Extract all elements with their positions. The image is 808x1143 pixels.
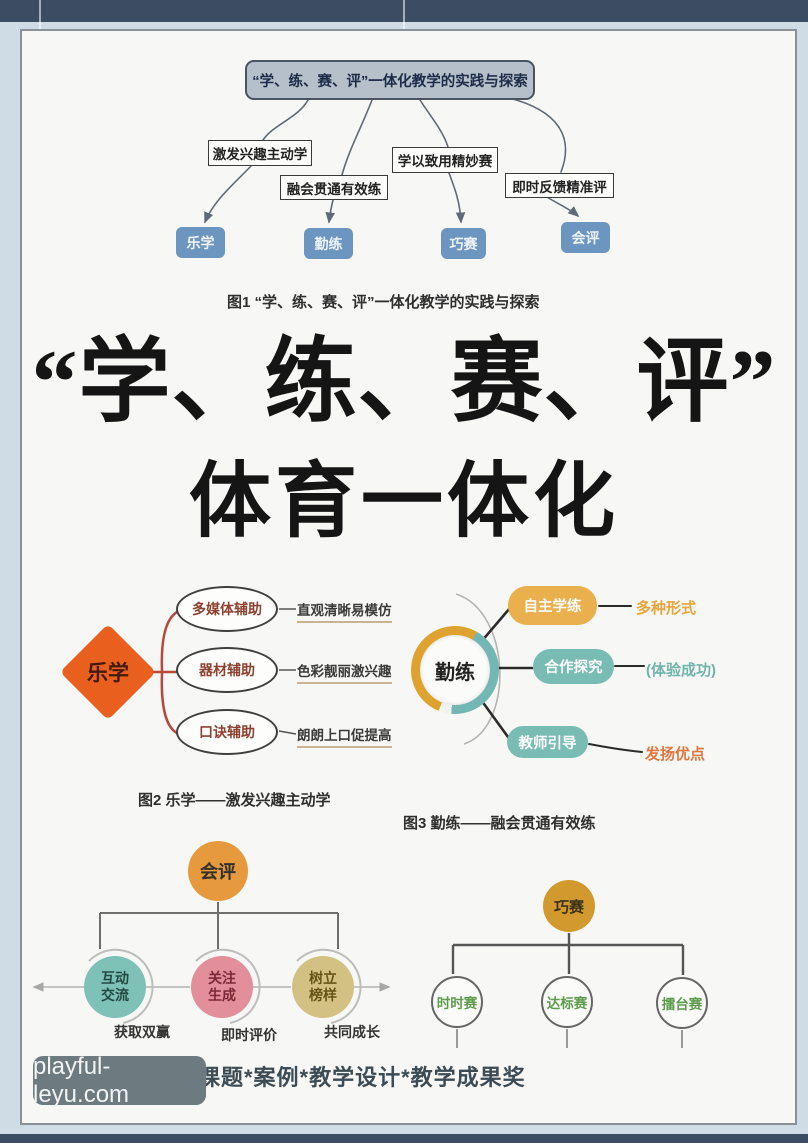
figure2-desc-equipment: 色彩靓丽激兴趣 (297, 660, 392, 684)
figure2-node-rhyme: 口诀辅助 (176, 709, 278, 755)
figure3-node-teacher-guide: 教师引导 (507, 726, 588, 758)
figure3-node-cooperation: 合作探究 (533, 649, 614, 684)
figure4-desc-generation: 即时评价 (221, 1027, 277, 1043)
document-page (20, 29, 797, 1125)
figure2-desc-rhyme: 朗朗上口促提高 (297, 724, 392, 748)
figure1-node-compete: 巧赛 (441, 228, 486, 259)
figure3-desc-teacher-guide: 发扬优点 (645, 746, 706, 763)
figure4-root-circle: 会评 (188, 841, 248, 901)
figure4-node-interaction: 互动交流 (84, 956, 146, 1018)
figure2-node-equipment: 器材辅助 (176, 647, 278, 693)
footer-awards-text: 课题*案例*教学设计*教学成果奖 (198, 1065, 526, 1090)
main-headline-line2: 体育一体化 (188, 456, 619, 547)
figure2-desc-multimedia: 直观清晰易模仿 (297, 599, 392, 623)
figure1-title-box: “学、练、赛、评”一体化教学的实践与探索 (245, 60, 535, 100)
figure1-node-practice: 勤练 (304, 228, 353, 259)
figure4-node-role-model-label: 树立榜样 (309, 970, 337, 1003)
figure2-caption: 图2 乐学——激发兴趣主动学 (138, 792, 331, 809)
figure1-branch-label-compete: 学以致用精妙赛 (392, 147, 498, 173)
figure3-desc-cooperation: (体验成功) (646, 662, 716, 679)
figure4-desc-interaction: 获取双赢 (114, 1024, 170, 1040)
figure2-root-label: 乐学 (87, 662, 129, 685)
figure3-node-self-study: 自主学练 (508, 586, 597, 625)
figure4-node-interaction-label: 互动交流 (101, 970, 129, 1003)
figure1-node-evaluate: 会评 (561, 222, 610, 253)
figure3-desc-self-study: 多种形式 (636, 600, 697, 617)
bottom-frame-bar (0, 1134, 808, 1143)
figure1-branch-label-practice: 融会贯通有效练 (280, 175, 388, 200)
figure4-node-generation-label: 关注生成 (208, 970, 236, 1003)
figure2-node-multimedia: 多媒体辅助 (176, 586, 278, 632)
figure5-node-anytime-race: 时时赛 (431, 976, 483, 1028)
figure1-branch-label-evaluate: 即时反馈精准评 (505, 173, 614, 198)
figure4-desc-role-model: 共同成长 (324, 1024, 380, 1040)
figure1-node-learn: 乐学 (176, 227, 225, 258)
figure5-node-arena-race: 擂台赛 (656, 977, 708, 1029)
figure3-root-ring: 勤练 (411, 626, 499, 714)
figure5-node-standard-race: 达标赛 (541, 976, 593, 1028)
figure1-branch-label-learn: 激发兴趣主动学 (208, 140, 312, 166)
frame-divider-line (403, 0, 405, 30)
figure4-node-generation: 关注生成 (191, 956, 253, 1018)
watermark-badge: playful-leyu.com (33, 1053, 206, 1108)
frame-divider-line (39, 0, 41, 30)
figure4-node-role-model: 树立榜样 (292, 956, 354, 1018)
watermark-text: playful-leyu.com (33, 1052, 130, 1108)
figure3-caption: 图3 勤练——融会贯通有效练 (403, 815, 596, 832)
main-headline-line1: “学、练、赛、评” (31, 331, 777, 433)
figure1-caption: 图1 “学、练、赛、评”一体化教学的实践与探索 (227, 294, 540, 311)
figure3-root-label: 勤练 (420, 635, 490, 705)
figure5-root-circle: 巧赛 (543, 880, 595, 932)
